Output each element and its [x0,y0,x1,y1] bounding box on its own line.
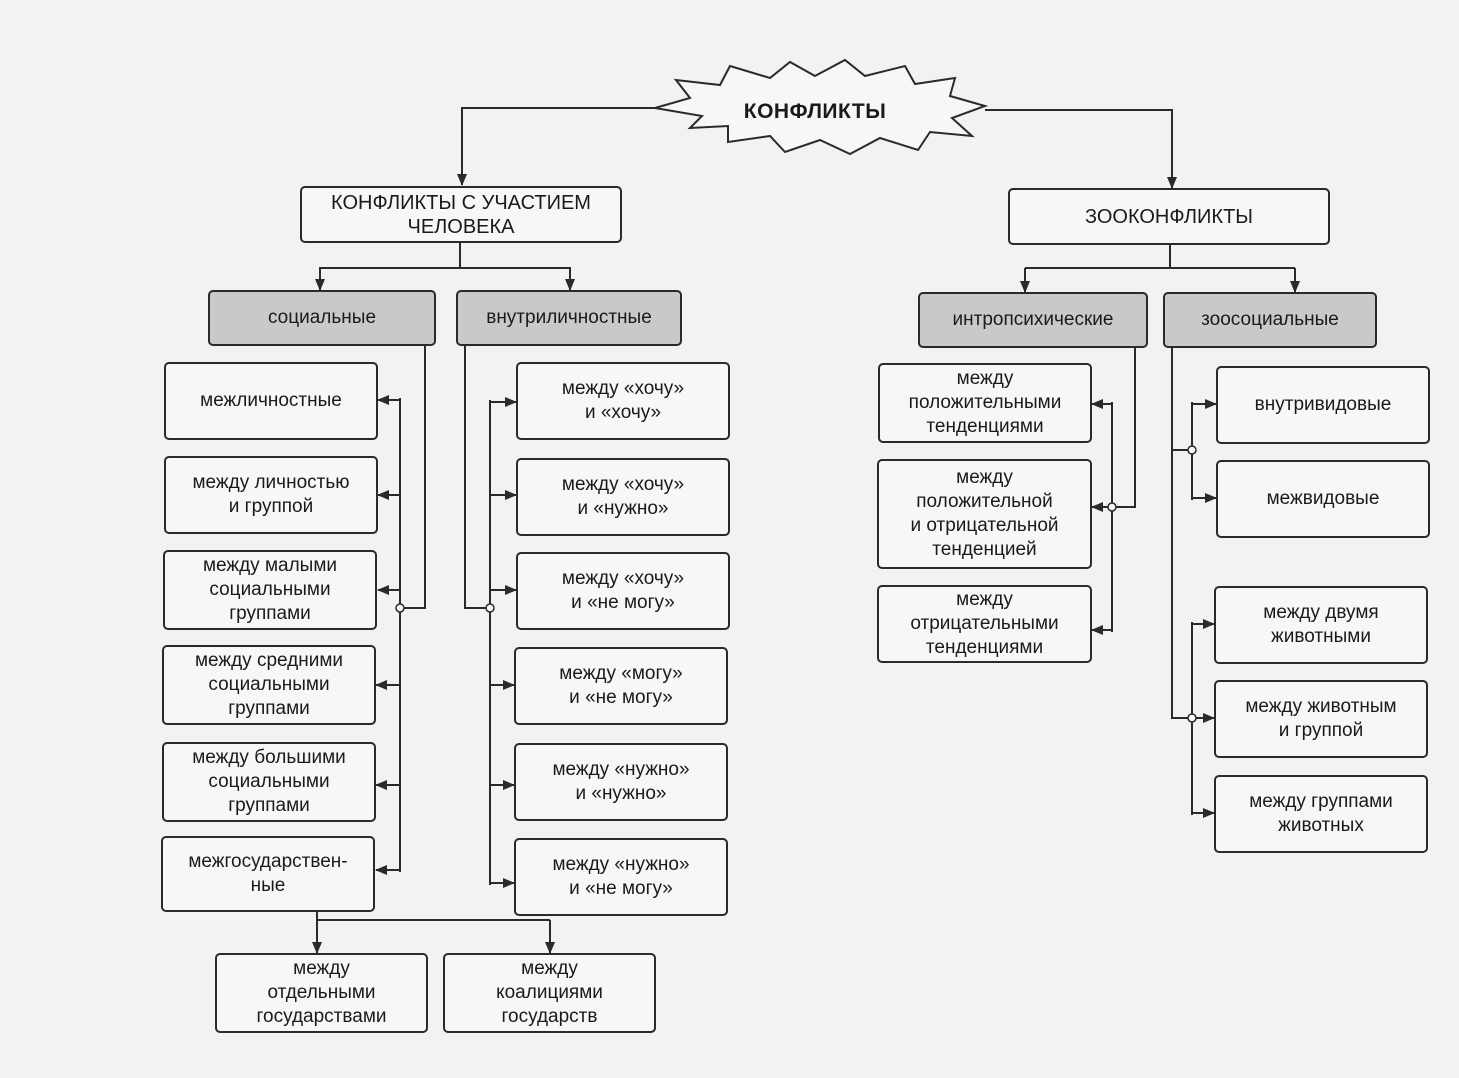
interstate-item: между отдельными государствами [215,953,428,1033]
zoo-conflicts-node: ЗООКОНФЛИКТЫ [1008,188,1330,245]
intrapsychic-item: между положительными тенденциями [878,363,1092,443]
interstate-item: между коалициями государств [443,953,656,1033]
intrapersonal-item: между «нужно» и «не могу» [514,838,728,916]
junction-dot [1107,502,1117,512]
social-item: межличностные [164,362,378,440]
intrapsychic-item: между положительной и отрицательной тенд… [877,459,1092,569]
social-item: между средними социальными группами [162,645,376,725]
zoosocial-party-item: между группами животных [1214,775,1428,853]
zoosocial-species-item: внутривидовые [1216,366,1430,444]
social-item: межгосударствен- ные [161,836,375,912]
junction-dot [1187,713,1197,723]
social-item: между большими социальными группами [162,742,376,822]
intrapsychic-node: интропсихические [918,292,1148,348]
social-item: между малыми социальными группами [163,550,377,630]
junction-dot [485,603,495,613]
zoosocial-species-item: межвидовые [1216,460,1430,538]
social-item: между личностью и группой [164,456,378,534]
intrapersonal-item: между «нужно» и «нужно» [514,743,728,821]
zoosocial-party-item: между двумя животными [1214,586,1428,664]
zoosocial-node: зоосоциальные [1163,292,1377,348]
intrapersonal-item: между «хочу» и «нужно» [516,458,730,536]
zoosocial-party-item: между животным и группой [1214,680,1428,758]
intrapersonal-item: между «хочу» и «не могу» [516,552,730,630]
social-node: социальные [208,290,436,346]
intrapersonal-item: между «могу» и «не могу» [514,647,728,725]
root-node: КОНФЛИКТЫ [743,100,887,123]
root-burst-shape [654,58,989,156]
intrapersonal-node: внутриличностные [456,290,682,346]
junction-dot [1187,445,1197,455]
intrapsychic-item: между отрицательными тенденциями [877,585,1092,663]
junction-dot [395,603,405,613]
intrapersonal-item: между «хочу» и «хочу» [516,362,730,440]
human-conflicts-node: КОНФЛИКТЫ С УЧАСТИЕМ ЧЕЛОВЕКА [300,186,622,243]
